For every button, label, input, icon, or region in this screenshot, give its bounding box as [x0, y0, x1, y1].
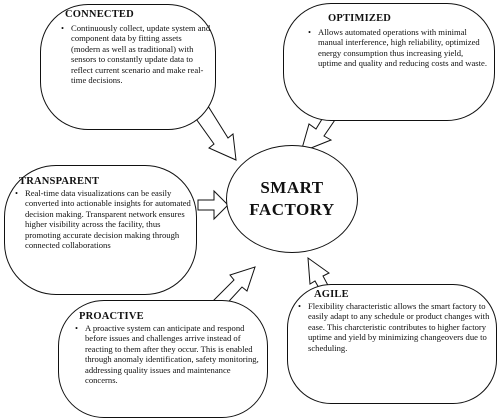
- center-label-line2: FACTORY: [249, 200, 335, 219]
- proactive-title: PROACTIVE: [79, 311, 144, 322]
- smart-factory-center: SMART FACTORY: [226, 145, 358, 253]
- center-label-line1: SMART: [260, 178, 324, 197]
- connected-list: Continuously collect, update system and …: [61, 23, 211, 85]
- transparent-list: Real-time data visualizations can be eas…: [15, 188, 191, 250]
- agile-title: AGILE: [314, 289, 349, 300]
- optimized-title: OPTIMIZED: [328, 13, 392, 24]
- connected-bullet: Continuously collect, update system and …: [61, 23, 211, 85]
- agile-bullet: Flexibility characteristic allows the sm…: [298, 301, 492, 353]
- proactive-node: PROACTIVE A proactive system can anticip…: [58, 300, 268, 418]
- optimized-node: OPTIMIZED Allows automated operations wi…: [283, 3, 495, 121]
- proactive-list: A proactive system can anticipate and re…: [75, 323, 263, 385]
- transparent-title: TRANSPARENT: [19, 176, 100, 187]
- arrow-transparent-to-center: [197, 189, 229, 221]
- optimized-list: Allows automated operations with minimal…: [308, 27, 488, 69]
- transparent-bullet: Real-time data visualizations can be eas…: [15, 188, 191, 250]
- arrow-connected-to-center: [193, 105, 237, 161]
- proactive-bullet: A proactive system can anticipate and re…: [75, 323, 263, 385]
- agile-node: AGILE Flexibility characteristic allows …: [287, 284, 497, 404]
- transparent-node: TRANSPARENT Real-time data visualization…: [4, 165, 197, 295]
- connected-node: CONNECTED Continuously collect, update s…: [40, 4, 216, 130]
- optimized-bullet: Allows automated operations with minimal…: [308, 27, 488, 69]
- connected-title: CONNECTED: [65, 9, 134, 20]
- agile-list: Flexibility characteristic allows the sm…: [298, 301, 492, 353]
